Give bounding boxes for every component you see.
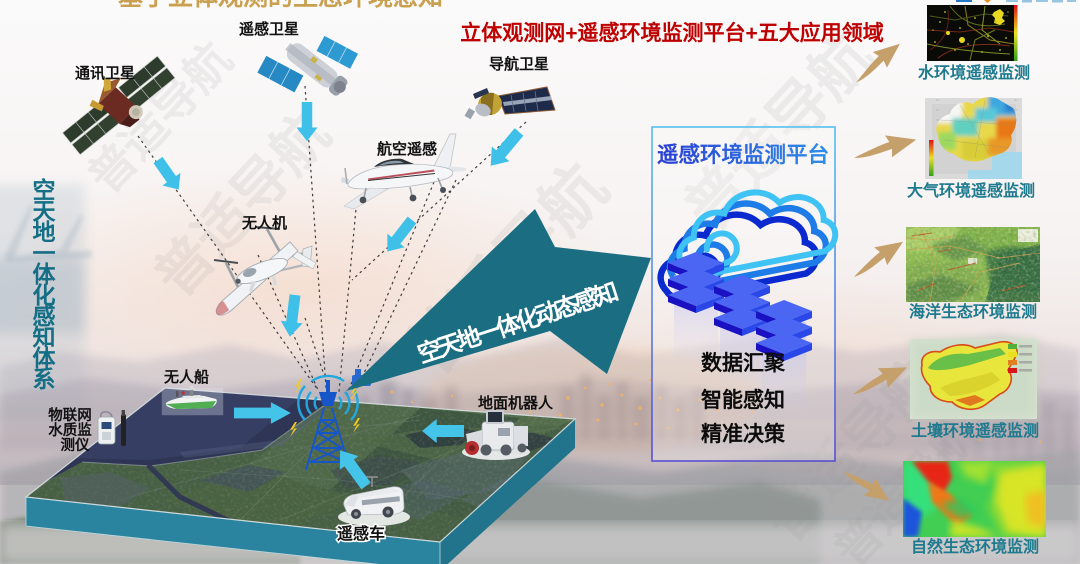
svg-text:遥感车: 遥感车 bbox=[337, 524, 385, 543]
svg-text:导航卫星: 导航卫星 bbox=[489, 55, 549, 73]
svg-text:物联网: 物联网 bbox=[48, 406, 92, 424]
svg-text:测仪: 测仪 bbox=[61, 436, 90, 454]
svg-text:地: 地 bbox=[33, 219, 56, 245]
svg-text:遥感卫星: 遥感卫星 bbox=[239, 20, 299, 38]
svg-text:自然生态环境监测: 自然生态环境监测 bbox=[911, 537, 1039, 556]
svg-text:地面机器人: 地面机器人 bbox=[478, 394, 554, 412]
svg-text:大气环境遥感监测: 大气环境遥感监测 bbox=[907, 181, 1035, 200]
svg-text:基于立体观测的生态环境感知: 基于立体观测的生态环境感知 bbox=[118, 0, 443, 11]
svg-text:数据汇聚: 数据汇聚 bbox=[701, 352, 786, 375]
svg-text:土壤环境遥感监测: 土壤环境遥感监测 bbox=[911, 421, 1039, 440]
svg-text:一: 一 bbox=[33, 240, 56, 266]
svg-text:通讯卫星: 通讯卫星 bbox=[75, 65, 135, 82]
svg-text:体: 体 bbox=[33, 345, 57, 371]
svg-text:无人机: 无人机 bbox=[241, 214, 287, 232]
svg-text:空: 空 bbox=[33, 177, 56, 203]
svg-text:遥感环境监测平台: 遥感环境监测平台 bbox=[657, 142, 829, 167]
svg-text:水环境遥感监测: 水环境遥感监测 bbox=[918, 63, 1030, 82]
svg-text:体: 体 bbox=[33, 261, 57, 287]
svg-text:航空遥感: 航空遥感 bbox=[377, 140, 437, 158]
svg-text:知: 知 bbox=[33, 324, 56, 350]
svg-text:系: 系 bbox=[33, 366, 56, 392]
svg-text:立体观测网+遥感环境监测平台+五大应用领域: 立体观测网+遥感环境监测平台+五大应用领域 bbox=[460, 21, 884, 45]
svg-text:无人船: 无人船 bbox=[163, 368, 209, 386]
svg-text:感: 感 bbox=[33, 303, 56, 329]
svg-text:水质监: 水质监 bbox=[48, 421, 92, 439]
svg-text:海洋生态环境监测: 海洋生态环境监测 bbox=[909, 302, 1037, 321]
svg-text:智能感知: 智能感知 bbox=[701, 388, 785, 412]
svg-text:化: 化 bbox=[33, 282, 56, 308]
svg-text:天: 天 bbox=[33, 198, 57, 224]
svg-text:精准决策: 精准决策 bbox=[701, 422, 786, 446]
